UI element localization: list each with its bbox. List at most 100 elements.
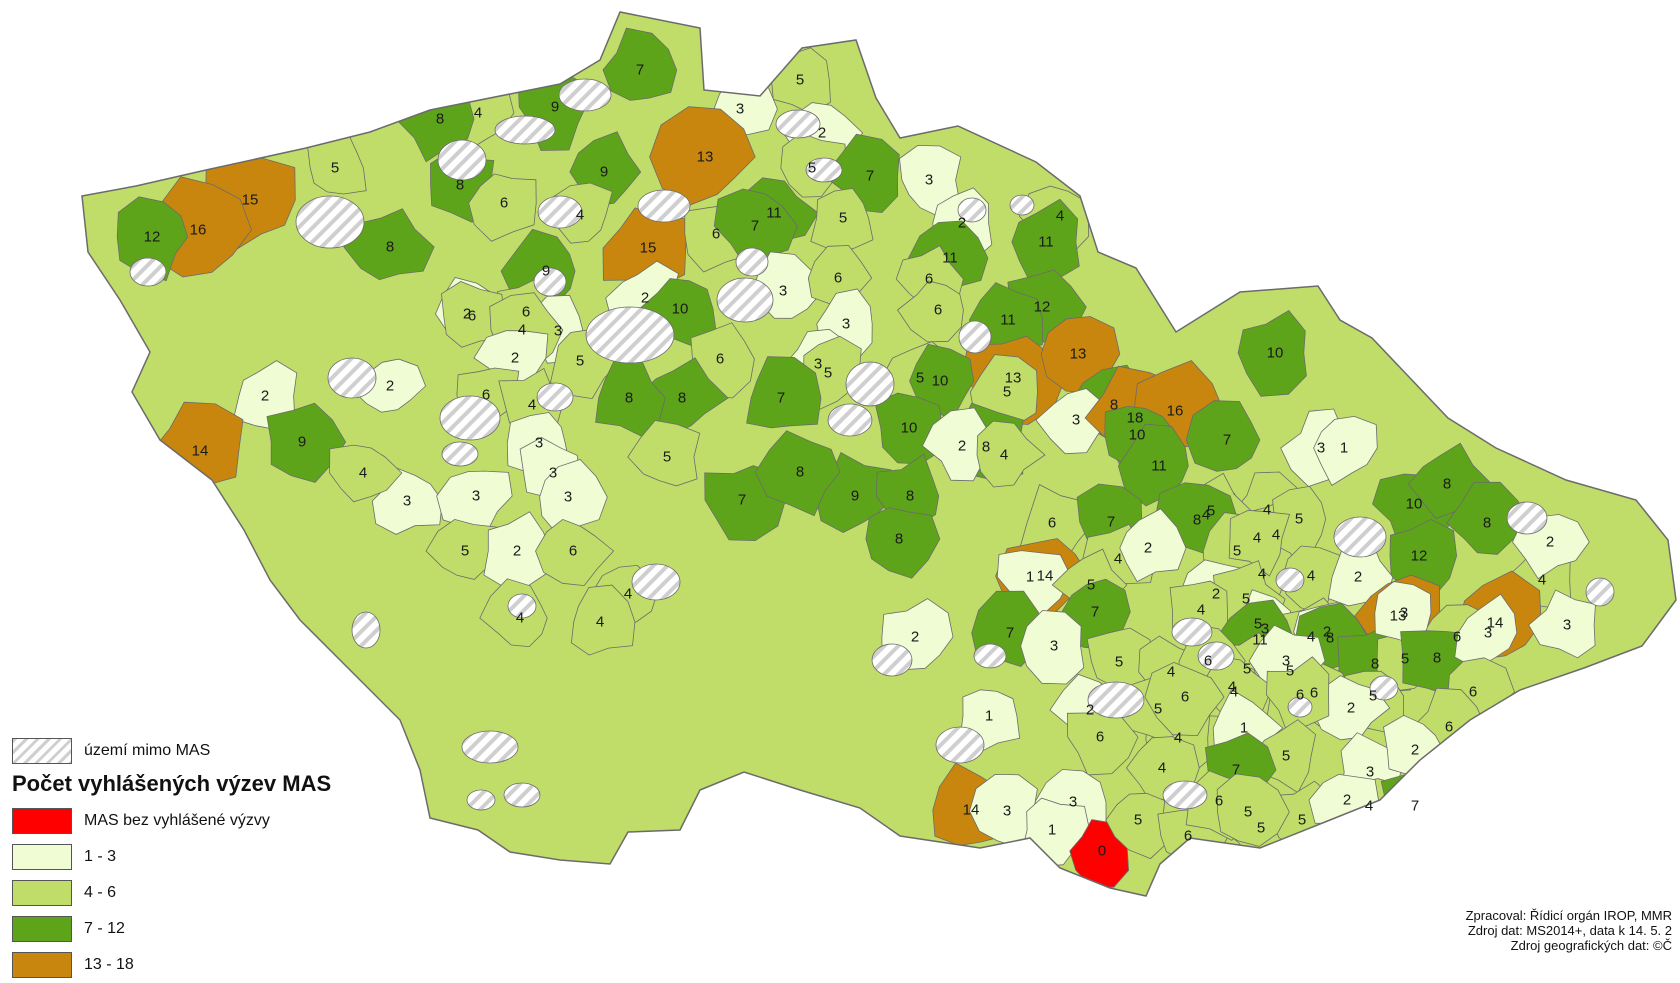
region-count-label: 4 [528, 397, 536, 414]
mas-region [810, 187, 874, 251]
region-count-label: 3 [564, 489, 572, 506]
region-count-label: 6 [1184, 828, 1192, 845]
outside-mas-area [935, 726, 985, 764]
region-count-label: 5 [461, 543, 469, 560]
region-count-label: 0 [1098, 843, 1106, 860]
mas-region [1119, 508, 1187, 583]
outside-mas-area [439, 395, 501, 441]
region-count-label: 3 [1484, 625, 1492, 642]
region-count-label: 5 [1233, 543, 1241, 560]
region-count-label: 2 [463, 306, 471, 323]
region-count-label: 6 [712, 226, 720, 243]
region-count-label: 12 [144, 229, 161, 246]
region-count-label: 8 [1193, 512, 1201, 529]
outside-mas-area [1162, 780, 1208, 810]
region-count-label: 3 [549, 465, 557, 482]
mas-region [649, 106, 756, 206]
region-count-label: 5 [1207, 503, 1215, 520]
region-count-label: 4 [624, 586, 632, 603]
outside-mas-area [1369, 675, 1399, 701]
region-count-label: 7 [866, 168, 874, 185]
region-count-label: 6 [1204, 653, 1212, 670]
mas-region [343, 208, 435, 281]
mas-region [1313, 415, 1378, 486]
outside-mas-area [805, 157, 843, 183]
region-count-label: 13 [1070, 346, 1087, 363]
region-count-label: 6 [1296, 687, 1304, 704]
outside-mas-area [775, 109, 821, 139]
outside-mas-area [973, 643, 1007, 669]
mas-region [1266, 656, 1330, 734]
credit-data-source: Zdroj dat: MS2014+, data k 14. 5. 2 [1467, 923, 1672, 938]
region-count-label: 8 [1110, 397, 1118, 414]
region-count-label: 6 [522, 304, 530, 321]
legend-label-outside: území mimo MAS [84, 742, 211, 759]
outside-mas-area [494, 115, 556, 145]
region-count-label: 3 [1069, 794, 1077, 811]
mas-region [1144, 661, 1225, 737]
outside-mas-area [537, 195, 583, 229]
region-count-label: 5 [1298, 812, 1306, 829]
region-count-label: 4 [1230, 684, 1238, 701]
country-border [81, 11, 1677, 897]
region-count-label: 2 [261, 388, 269, 405]
region-count-label: 11 [766, 205, 782, 222]
region-count-label: 4 [1114, 551, 1122, 568]
region-count-label: 4 [518, 322, 526, 339]
mas-region [865, 507, 941, 579]
region-count-label: 5 [1254, 616, 1262, 633]
region-count-label: 2 [1546, 534, 1554, 551]
region-count-label: 7 [738, 492, 746, 509]
region-count-label: 3 [1366, 764, 1374, 781]
region-count-label: 8 [1326, 630, 1334, 647]
mas-region [627, 420, 701, 487]
legend-swatch-low [12, 844, 72, 870]
region-count-label: 18 [1127, 410, 1144, 427]
region-count-label: 6 [934, 302, 942, 319]
region-count-label: 4 [1538, 572, 1546, 589]
outside-mas-area [1087, 681, 1145, 719]
region-count-label: 5 [824, 365, 832, 382]
region-count-label: 8 [906, 488, 914, 505]
region-count-label: 11 [1252, 632, 1268, 649]
region-count-label: 8 [436, 111, 444, 128]
region-count-label: 6 [834, 270, 842, 287]
outside-mas-area [637, 189, 691, 223]
region-count-label: 4 [1263, 502, 1271, 519]
outside-mas-area [871, 643, 913, 677]
legend-swatch-high [12, 916, 72, 942]
region-count-label: 3 [1317, 440, 1325, 457]
mas-region [746, 356, 822, 429]
region-count-label: 6 [1469, 684, 1477, 701]
region-count-label: 3 [925, 172, 933, 189]
mas-region [535, 518, 615, 587]
outside-mas-area [1275, 567, 1305, 593]
region-count-label: 13 [1390, 608, 1407, 625]
region-count-label: 3 [814, 356, 822, 373]
region-count-label: 6 [468, 308, 476, 325]
region-count-label: 8 [1443, 476, 1451, 493]
region-count-label: 5 [1295, 511, 1303, 528]
region-count-label: 4 [1258, 566, 1266, 583]
mas-region [976, 420, 1046, 488]
region-count-label: 3 [1003, 803, 1011, 820]
map-credits: Zpracoval: Řídicí orgán IROP, MMR Zdroj … [1466, 908, 1672, 953]
outside-mas-area [716, 277, 774, 323]
region-count-label: 1 [1340, 440, 1348, 457]
region-count-label: 12 [1034, 299, 1051, 316]
region-count-label: 11 [942, 250, 958, 267]
region-count-label: 6 [500, 195, 508, 212]
legend-title: Počet vyhlášených výzev MAS [12, 771, 332, 796]
region-count-label: 6 [1048, 515, 1056, 532]
region-count-label: 2 [958, 438, 966, 455]
region-count-label: 8 [895, 531, 903, 548]
outside-mas-area [585, 306, 675, 364]
region-count-label: 4 [1202, 507, 1210, 524]
outside-mas-area [461, 730, 519, 764]
region-count-label: 2 [818, 125, 826, 142]
outside-mas-area [1585, 577, 1615, 607]
region-count-label: 2 [1343, 792, 1351, 809]
mas-region [896, 280, 964, 343]
